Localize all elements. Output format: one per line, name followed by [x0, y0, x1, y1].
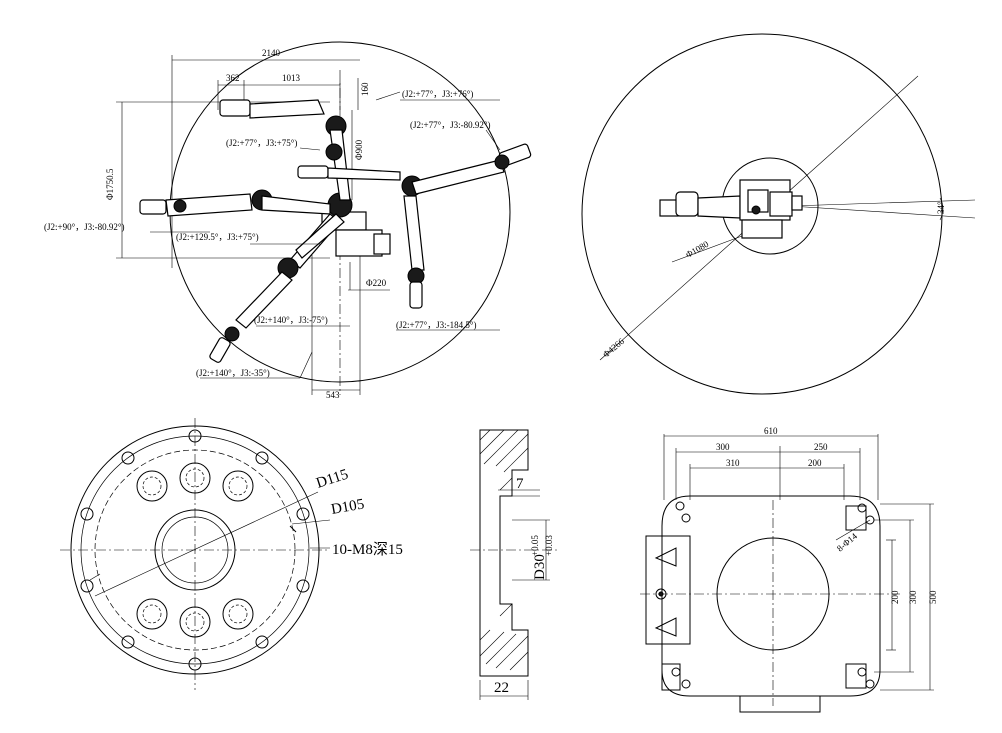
- dim-phi1750: Φ1750.5: [105, 168, 115, 200]
- dim-thickness-22: 22: [494, 680, 509, 696]
- base-plate-outline: [661, 495, 881, 697]
- dim-250: 250: [814, 442, 828, 452]
- pose-label-2: (J2:+77°，J3:-80.92°): [410, 120, 491, 130]
- dim-300a: 300: [716, 442, 730, 452]
- dim-2140: 2140: [262, 48, 281, 58]
- dim-phi4266: Φ4266: [601, 336, 627, 360]
- flange-front-view: D115 D105 10-M8深15: [60, 418, 403, 690]
- top-robot-body: [659, 179, 803, 239]
- dim-d115: D115: [314, 466, 350, 491]
- dim-d105: D105: [330, 496, 366, 518]
- base-mounting-holes: [661, 501, 875, 691]
- holes-note: 10-M8深15: [332, 541, 403, 558]
- dim-v-300: 300: [908, 590, 918, 604]
- pose-label-1: (J2:+77°，J3:+76°): [402, 89, 473, 99]
- arm-pose-low-right: [295, 213, 345, 259]
- base-plate-view: 610 300 250 310 200: [640, 426, 938, 713]
- dim-310: 310: [726, 458, 740, 468]
- pose-label-8: (J2:+77°，J3:-184.5°): [396, 320, 477, 330]
- dim-phi900: Φ900: [354, 139, 364, 160]
- tol-upper: +0.05: [530, 535, 540, 556]
- dim-phi220: Φ220: [366, 278, 387, 288]
- top-view: Φ1080 Φ4266 34°: [581, 33, 976, 395]
- pose-label-4: (J2:+90°，J3:-80.92°): [44, 222, 125, 232]
- dim-1013: 1013: [282, 73, 301, 83]
- dim-bore-d30: D30: [532, 554, 548, 580]
- arm-pose-right-up: [401, 143, 532, 197]
- section-hatching: [479, 429, 529, 671]
- dim-angle-34: 34°: [936, 201, 946, 214]
- holes-8-phi14: 8-Φ14: [835, 531, 859, 554]
- dim-phi1080: Φ1080: [684, 239, 711, 260]
- dim-v-500: 500: [928, 590, 938, 604]
- flange-section-view: 7 D30 +0.05 +0.03 22: [470, 429, 560, 700]
- tol-lower: +0.03: [544, 535, 554, 556]
- dim-160: 160: [360, 82, 370, 96]
- dim-543: 543: [326, 390, 340, 400]
- outer-bolt-holes: [80, 429, 310, 671]
- arm-pose-left: [139, 189, 331, 217]
- flange-outer-circle: [70, 425, 320, 675]
- pose-label-5: (J2:+129.5°，J3:+75°): [176, 232, 259, 242]
- dim-362: 362: [226, 73, 240, 83]
- arm-pose-right-down: [403, 195, 425, 309]
- pose-label-3: (J2:+77°，J3:+75°): [226, 138, 297, 148]
- inner-holes: [136, 462, 254, 638]
- arm-pose-mid: [297, 143, 401, 181]
- pose-label-6: (J2:+140°，J3:-75°): [254, 315, 328, 325]
- dim-depth-7: 7: [516, 476, 524, 492]
- base-side-bracket: [645, 535, 691, 645]
- dim-610: 610: [764, 426, 778, 436]
- reach-side-view: 2140 362 1013 160 Φ900 Φ1750.5 543 Φ220: [44, 41, 532, 400]
- flange-bore: [154, 509, 236, 591]
- dim-v-200: 200: [890, 590, 900, 604]
- dim-200: 200: [808, 458, 822, 468]
- pose-label-7: (J2:+140°，J3:-35°): [196, 368, 270, 378]
